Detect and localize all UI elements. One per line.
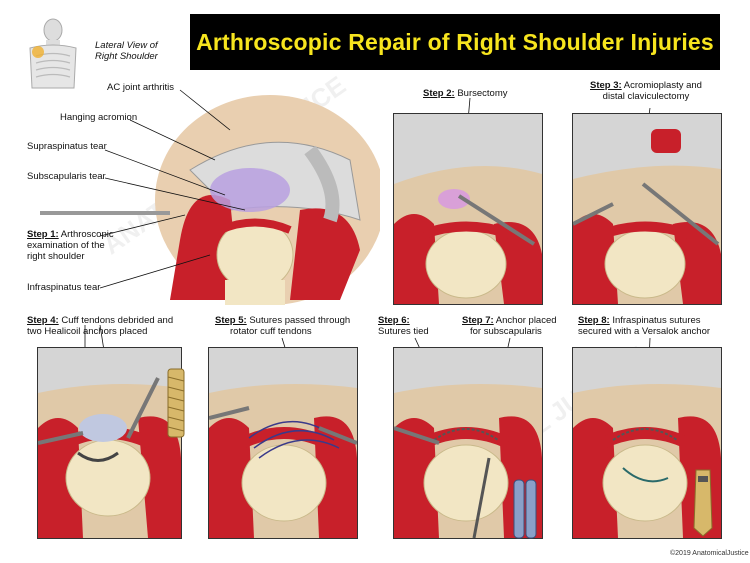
skeleton-thumbnail [22, 18, 84, 90]
label-ac-joint: AC joint arthritis [107, 82, 175, 93]
label-step8: Step 8: Infraspinatus sutures secured wi… [578, 315, 711, 337]
versalok-anchor-icon [688, 468, 718, 538]
label-infraspinatus: Infraspinatus tear [27, 282, 101, 293]
label-step7: Step 7: Anchor placed for subscapularis [462, 315, 557, 337]
panel-step8 [572, 347, 722, 539]
healicoil-anchor-icon [158, 367, 192, 439]
main-shoulder-illustration [150, 90, 385, 305]
panel-step5 [208, 347, 358, 539]
label-hanging-acromion: Hanging acromion [60, 112, 138, 123]
panel-step4 [37, 347, 182, 539]
label-step3: Step 3: Acromioplasty and distal clavicu… [590, 80, 702, 102]
panel-step2 [393, 113, 543, 305]
label-subscapularis: Subscapularis tear [27, 171, 106, 182]
anchor-driver-icon [508, 478, 542, 540]
label-step6: Step 6: Sutures tied [378, 315, 429, 337]
panel-step3 [572, 113, 722, 305]
copyright-text: ©2019 AnatomicalJustice [670, 550, 749, 557]
label-step5: Step 5: Sutures passed through rotator c… [215, 315, 351, 337]
label-step4: Step 4: Cuff tendons debrided and two He… [27, 315, 174, 337]
arthroscope [40, 205, 170, 215]
page-title: Arthroscopic Repair of Right Shoulder In… [196, 28, 714, 55]
label-step2: Step 2: Bursectomy [423, 88, 508, 99]
label-supraspinatus: Supraspinatus tear [27, 141, 107, 152]
title-bar: Arthroscopic Repair of Right Shoulder In… [190, 14, 720, 70]
